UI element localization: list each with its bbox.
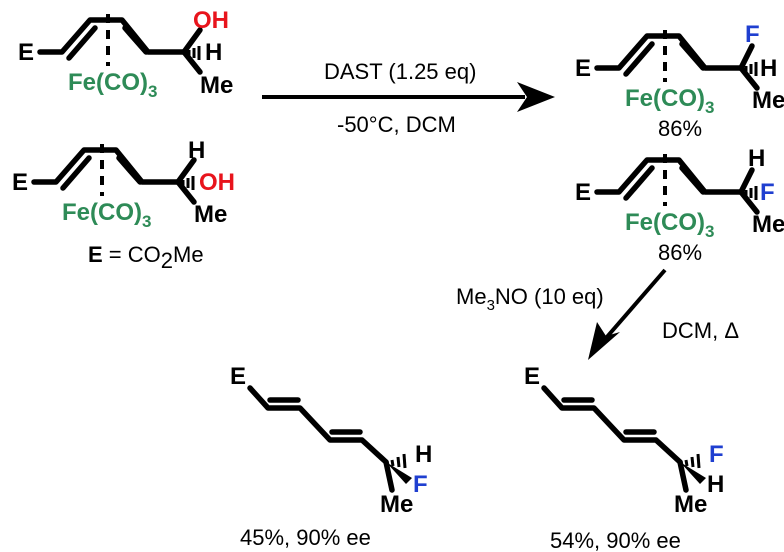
ester-label: E — [18, 39, 34, 66]
reaction-arrow-1 — [262, 82, 555, 112]
hydrogen-label: H — [205, 39, 222, 66]
methyl-label: Me — [752, 87, 784, 114]
starting-material-2: E Fe(CO)3 H OH Me — [12, 137, 235, 231]
reagent-dast: DAST (1.25 eq) — [324, 59, 476, 84]
ester-label: E — [575, 55, 591, 82]
hydrogen-label: H — [748, 145, 765, 172]
fluorine-label: F — [709, 441, 724, 468]
wedge-bond — [680, 462, 706, 484]
product-fluoride-1: E Fe(CO)3 F H Me — [575, 21, 784, 117]
reagent-me3no: Me3NO (10 eq) — [456, 284, 604, 314]
final-product-left: E H F Me — [230, 363, 432, 518]
methyl-label: Me — [194, 201, 227, 228]
reaction-arrow-2 — [588, 268, 667, 360]
hydroxyl-label: OH — [199, 169, 235, 196]
ester-label: E — [575, 179, 591, 206]
hash-bond — [684, 453, 701, 469]
wedge-bond — [386, 462, 412, 484]
iron-tricarbonyl: Fe(CO)3 — [625, 85, 714, 117]
hash-bond — [187, 46, 201, 60]
hydroxyl-label: OH — [193, 7, 229, 34]
yield-final-left: 45%, 90% ee — [240, 525, 371, 550]
ester-label: E — [230, 363, 246, 390]
iron-tricarbonyl: Fe(CO)3 — [68, 69, 157, 101]
yield-final-right: 54%, 90% ee — [550, 528, 681, 552]
fluorine-label: F — [760, 179, 775, 206]
methyl-label: Me — [200, 72, 233, 99]
hash-bond — [744, 186, 758, 200]
methyl-label: Me — [752, 211, 784, 238]
hash-bond — [744, 62, 758, 76]
methyl-label: Me — [380, 491, 413, 518]
hydrogen-label: H — [760, 55, 777, 82]
hydrogen-label: H — [415, 441, 432, 468]
hash-bond — [390, 453, 407, 469]
starting-material-1: E Fe(CO)3 OH H Me — [18, 7, 233, 101]
hash-bond — [181, 176, 195, 190]
yield-product-1: 86% — [658, 116, 702, 141]
conditions-1: -50°C, DCM — [337, 112, 456, 137]
product-fluoride-2: E Fe(CO)3 H F Me — [575, 145, 784, 241]
ester-label: E — [524, 363, 540, 390]
ester-label: E — [12, 169, 28, 196]
hydrogen-label: H — [707, 471, 724, 498]
hydrogen-label: H — [188, 137, 205, 164]
conditions-2: DCM, Δ — [662, 318, 739, 343]
e-definition: E = CO2Me — [88, 242, 204, 273]
fluorine-label: F — [745, 21, 760, 48]
fluorine-label: F — [413, 471, 428, 498]
yield-product-2: 86% — [658, 240, 702, 265]
iron-tricarbonyl: Fe(CO)3 — [625, 209, 714, 241]
iron-tricarbonyl: Fe(CO)3 — [62, 199, 151, 231]
final-product-right: E F H Me — [524, 363, 724, 518]
methyl-label: Me — [674, 491, 707, 518]
